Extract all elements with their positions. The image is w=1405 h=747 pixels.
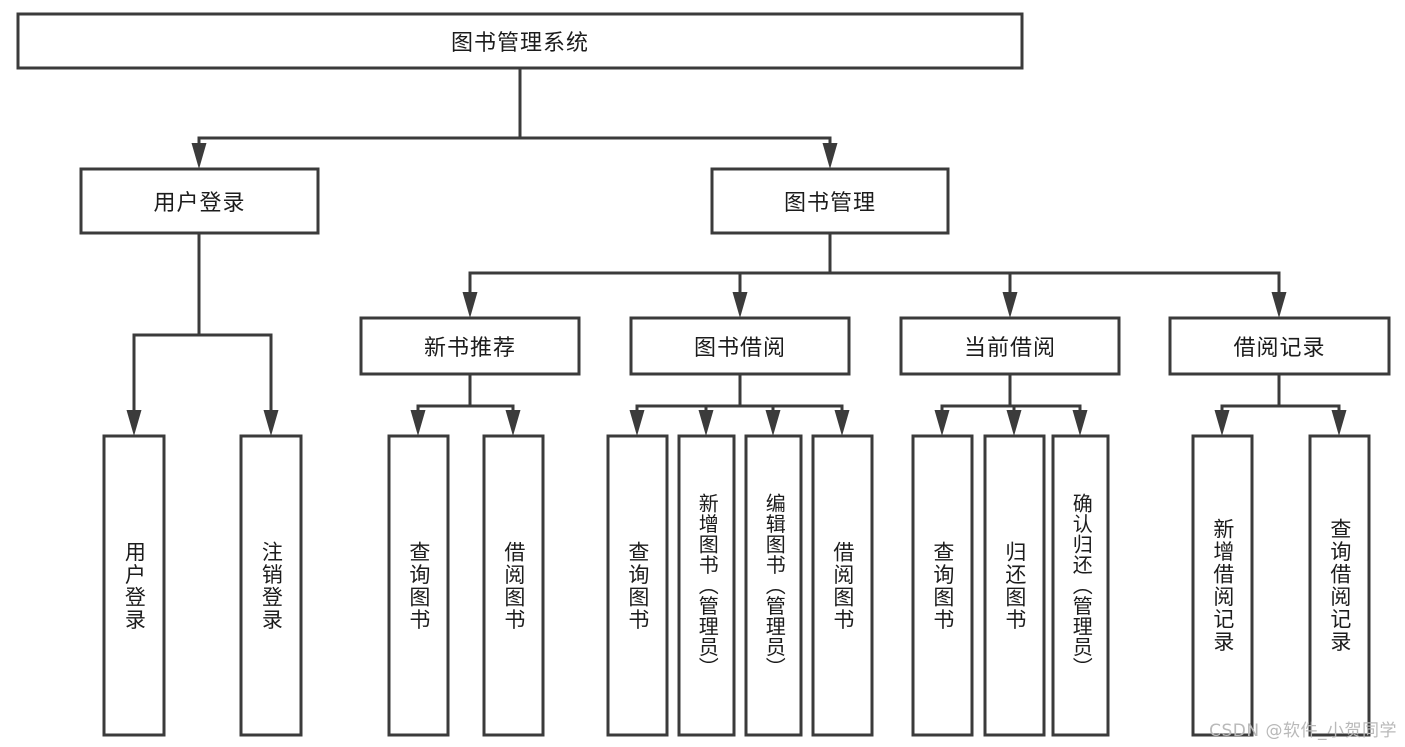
node-box-user-login[interactable] — [79, 167, 320, 235]
node-box-leaf-user-login[interactable] — [102, 434, 166, 737]
arrow-head-icon — [1214, 410, 1230, 436]
arrow-head-icon — [191, 143, 207, 169]
arrow-head-icon — [410, 410, 426, 436]
connector-root-bus — [191, 66, 838, 169]
arrow-head-icon — [698, 410, 714, 436]
arrow-head-icon — [1002, 292, 1018, 318]
node-box-new-book-rec[interactable] — [359, 316, 581, 376]
arrow-head-icon — [505, 410, 521, 436]
arrow-head-icon — [834, 410, 850, 436]
node-box-leaf-confirm-return-admin[interactable] — [1051, 434, 1110, 737]
node-box-borrow-record[interactable] — [1168, 316, 1391, 376]
node-box-leaf-query-borrow-record[interactable] — [1308, 434, 1371, 737]
arrow-head-icon — [126, 410, 142, 436]
node-box-book-manage[interactable] — [710, 167, 950, 235]
arrow-head-icon — [629, 410, 645, 436]
connector-borrow-record-bus — [1214, 372, 1347, 436]
node-box-leaf-edit-book-admin[interactable] — [744, 434, 803, 737]
node-box-leaf-add-book-admin[interactable] — [677, 434, 736, 737]
arrow-head-icon — [263, 410, 279, 436]
connector-layer — [126, 66, 1347, 436]
node-box-leaf-query-book-1[interactable] — [387, 434, 450, 737]
connector-user-login-bus — [126, 231, 279, 436]
node-box-current-borrow[interactable] — [899, 316, 1121, 376]
arrow-head-icon — [1006, 410, 1022, 436]
arrow-head-icon — [765, 410, 781, 436]
connector-book-borrow-bus — [629, 372, 850, 436]
node-box-leaf-query-book-3[interactable] — [911, 434, 974, 737]
node-box-leaf-add-borrow-record[interactable] — [1191, 434, 1254, 737]
node-box-book-borrow[interactable] — [629, 316, 851, 376]
arrow-head-icon — [934, 410, 950, 436]
node-box-leaf-user-logout[interactable] — [239, 434, 303, 737]
connector-book-manage-bus — [462, 231, 1287, 318]
connector-current-borrow-bus — [934, 372, 1088, 436]
node-box-leaf-borrow-book-1[interactable] — [482, 434, 545, 737]
node-box-root[interactable] — [16, 12, 1024, 70]
arrow-head-icon — [1271, 292, 1287, 318]
node-box-layer — [16, 12, 1391, 737]
watermark-text: CSDN @软件_小贺同学 — [1209, 721, 1397, 741]
arrow-head-icon — [822, 143, 838, 169]
node-box-leaf-query-book-2[interactable] — [606, 434, 669, 737]
arrow-head-icon — [732, 292, 748, 318]
arrow-head-icon — [462, 292, 478, 318]
connector-new-book-rec-bus — [410, 372, 521, 436]
arrow-head-icon — [1331, 410, 1347, 436]
node-box-leaf-borrow-book-2[interactable] — [811, 434, 874, 737]
arrow-head-icon — [1072, 410, 1088, 436]
node-box-leaf-return-book[interactable] — [983, 434, 1046, 737]
